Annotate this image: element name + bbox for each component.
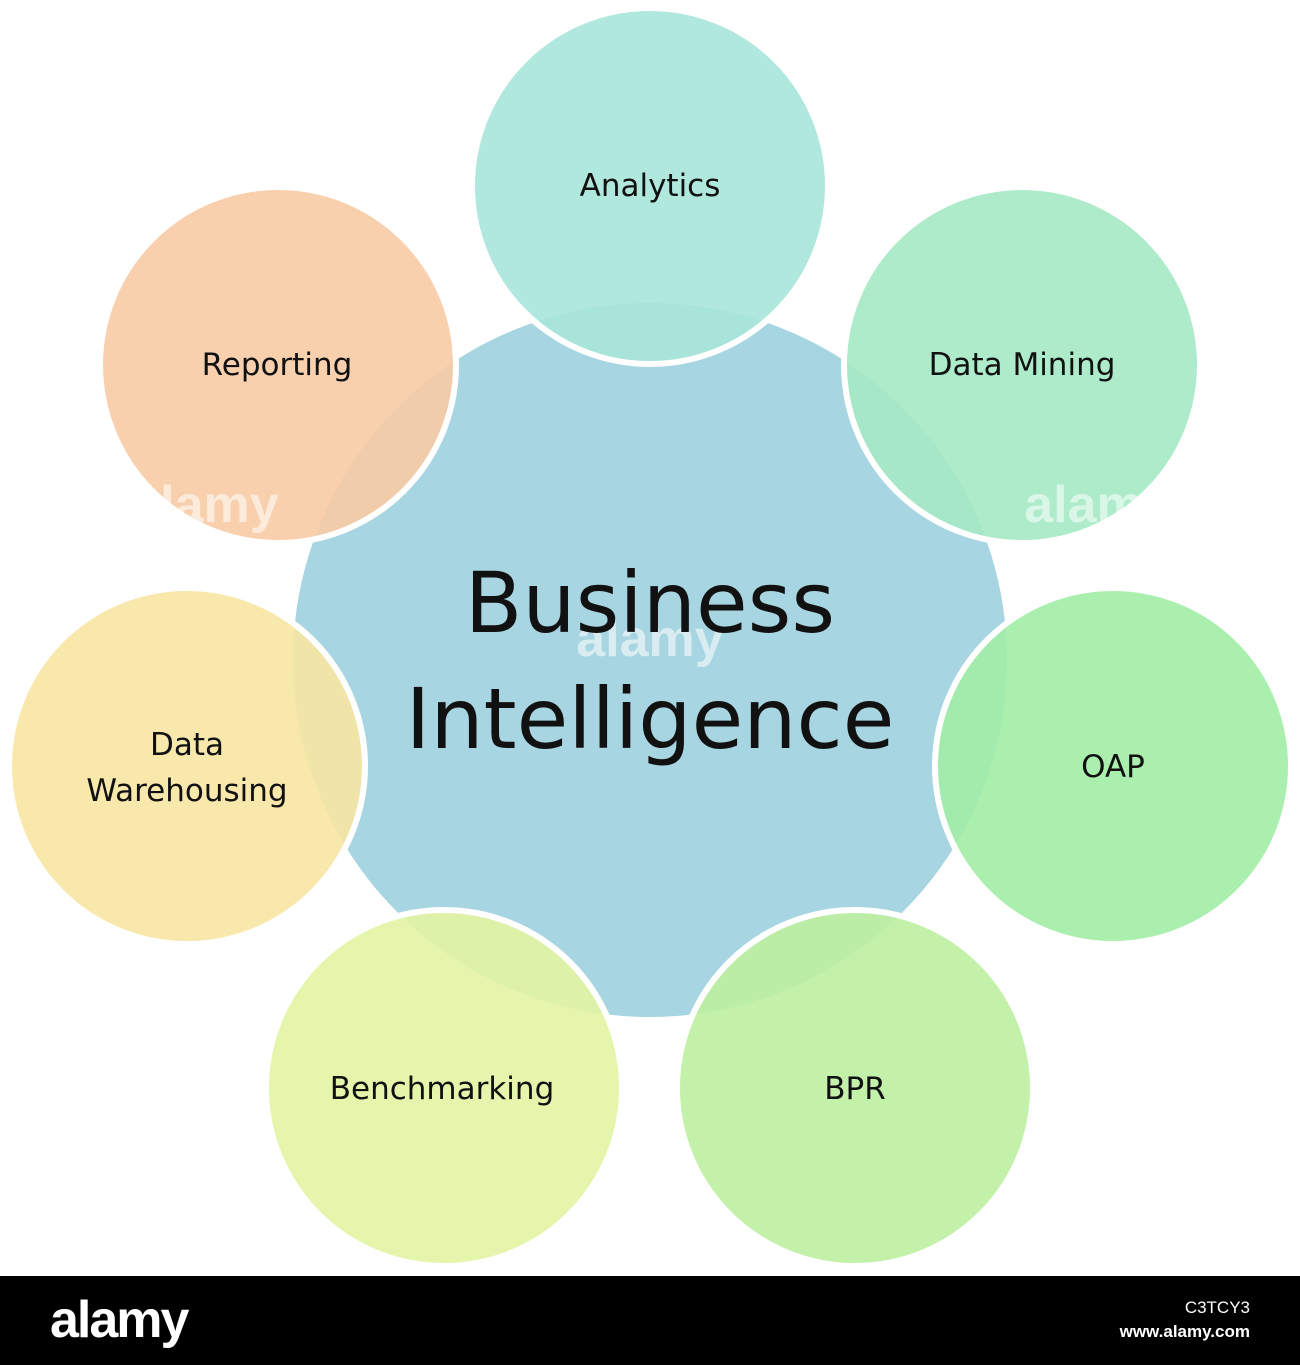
source-url-text: www.alamy.com xyxy=(1119,1322,1250,1341)
node-label-analytics: Analytics xyxy=(580,168,721,204)
node-label-benchmarking: Benchmarking xyxy=(330,1071,555,1107)
node-circle-data-mining xyxy=(841,184,1203,546)
node-label-data-warehousing-line-1: Data xyxy=(150,727,224,763)
node-label-oap: OAP xyxy=(1081,749,1145,785)
watermark-footer-bar: alamy C3TCY3 www.alamy.com xyxy=(0,1276,1300,1365)
alamy-logo: alamy xyxy=(50,1291,189,1349)
node-circle-data-warehousing xyxy=(6,585,368,947)
node-label-bpr: BPR xyxy=(824,1071,886,1107)
watermark-text-left: alamy xyxy=(131,476,279,534)
watermark-text-right: alamy xyxy=(1024,476,1172,534)
image-id-text: C3TCY3 xyxy=(1184,1298,1250,1317)
business-intelligence-diagram: alamy alamy alamy Business Intelligence … xyxy=(6,5,1294,1269)
node-label-reporting: Reporting xyxy=(202,347,353,383)
node-circle-analytics xyxy=(469,5,831,367)
center-title-line-1: Business xyxy=(465,554,835,652)
node-circle-oap xyxy=(932,585,1294,947)
node-circle-benchmarking xyxy=(263,907,625,1269)
node-label-data-warehousing-line-2: Warehousing xyxy=(86,773,287,809)
watermark-text-center: alamy xyxy=(576,610,724,668)
center-title-line-2: Intelligence xyxy=(406,670,895,768)
node-circle-bpr xyxy=(674,907,1036,1269)
node-label-data-mining: Data Mining xyxy=(929,347,1116,383)
node-circle-reporting xyxy=(97,184,459,546)
